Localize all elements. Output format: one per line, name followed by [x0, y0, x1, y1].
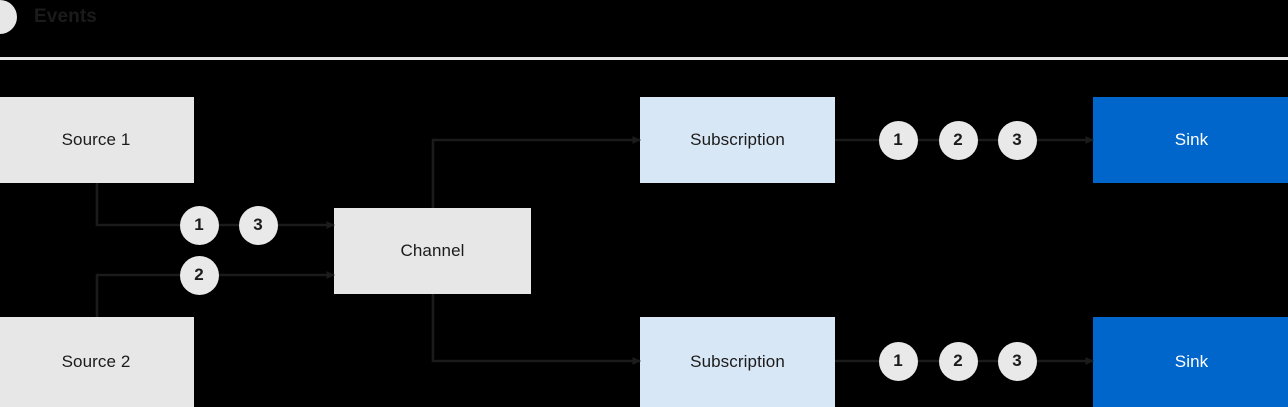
event-badge-label: 3 — [253, 215, 263, 234]
event-badge-badge-out-bottom-2: 2 — [938, 341, 978, 381]
event-badge-badge-in-1: 1 — [179, 205, 219, 245]
node-label: Sink — [1174, 352, 1209, 371]
node-subscription-2[interactable]: Subscription — [640, 317, 835, 407]
node-label: Channel — [400, 241, 465, 260]
event-badge-badge-out-top-3: 3 — [997, 120, 1037, 160]
node-channel[interactable]: Channel — [334, 208, 531, 294]
header-divider — [0, 57, 1288, 60]
event-dot-icon — [0, 0, 17, 34]
event-badge-label: 3 — [1012, 130, 1022, 149]
event-badge-label: 1 — [194, 215, 204, 234]
event-badge-label: 2 — [953, 130, 963, 149]
event-badge-label: 1 — [893, 130, 903, 149]
event-badge-label: 2 — [953, 351, 963, 370]
events-legend-label: Events — [34, 6, 97, 27]
event-badge-badge-out-bottom-1: 1 — [878, 341, 918, 381]
node-source-1[interactable]: Source 1 — [0, 97, 194, 183]
node-label: Source 1 — [61, 130, 131, 149]
event-badge-badge-in-3: 3 — [238, 205, 278, 245]
event-badge-badge-in-2: 2 — [179, 255, 219, 295]
event-badge-label: 2 — [194, 265, 204, 284]
event-badge-label: 3 — [1012, 351, 1022, 370]
node-subscription-1[interactable]: Subscription — [640, 97, 835, 183]
events-legend: Events — [0, 0, 97, 34]
event-badge-badge-out-bottom-3: 3 — [997, 341, 1037, 381]
node-sink-2[interactable]: Sink — [1093, 317, 1288, 407]
node-source-2[interactable]: Source 2 — [0, 317, 194, 407]
node-label: Subscription — [690, 130, 785, 149]
node-label: Subscription — [690, 352, 785, 371]
node-sink-1[interactable]: Sink — [1093, 97, 1288, 183]
event-badge-label: 1 — [893, 351, 903, 370]
node-label: Source 2 — [61, 352, 131, 371]
event-badge-badge-out-top-2: 2 — [938, 120, 978, 160]
node-label: Sink — [1174, 130, 1209, 149]
event-badge-badge-out-top-1: 1 — [878, 120, 918, 160]
